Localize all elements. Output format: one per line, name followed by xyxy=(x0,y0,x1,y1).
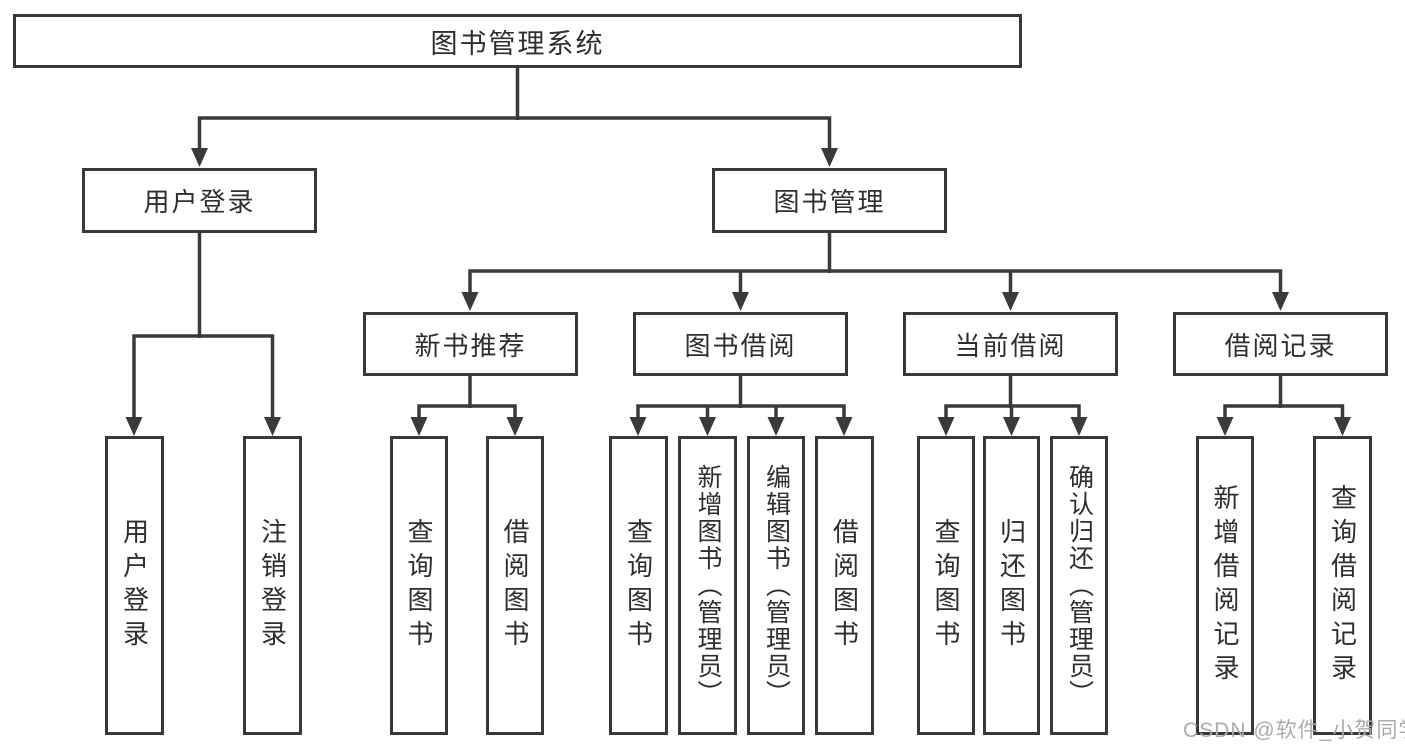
node-label: 当前借阅 xyxy=(954,330,1067,361)
leaf-borrow-borrow-book: 借阅图书 xyxy=(815,436,874,735)
leaf-borrow-add-book-admin: 新增图书（管理员） xyxy=(678,436,737,735)
node-label: 归还图书 xyxy=(996,517,1027,654)
node-label: 查询图书 xyxy=(404,517,434,654)
node-label: 用户登录 xyxy=(119,517,150,654)
node-library-management-system: 图书管理系统 xyxy=(13,14,1022,68)
leaf-recommend-borrow-book: 借阅图书 xyxy=(486,436,544,735)
node-label: 图书管理系统 xyxy=(430,28,605,59)
leaf-borrow-edit-book-admin: 编辑图书（管理员） xyxy=(747,436,805,735)
leaf-user-login: 用户登录 xyxy=(105,436,164,735)
node-label: 新书推荐 xyxy=(414,330,527,361)
node-label: 图书借阅 xyxy=(684,330,797,361)
csdn-watermark: CSDN @软件_小贺同学 xyxy=(1183,719,1405,742)
leaf-current-query-book: 查询图书 xyxy=(917,436,975,735)
node-label: 借阅图书 xyxy=(500,517,530,654)
node-new-book-recommend: 新书推荐 xyxy=(363,312,578,376)
node-label: 借阅记录 xyxy=(1224,330,1337,361)
node-borrow-records: 借阅记录 xyxy=(1173,312,1388,376)
node-label: 图书管理 xyxy=(773,187,886,217)
leaf-records-query-record: 查询借阅记录 xyxy=(1313,436,1372,735)
leaf-current-return-book: 归还图书 xyxy=(983,436,1040,735)
leaf-current-confirm-return-admin: 确认归还（管理员） xyxy=(1050,436,1108,735)
node-label: 借阅图书 xyxy=(829,517,860,654)
node-user-login: 用户登录 xyxy=(82,168,317,233)
node-label: 注销登录 xyxy=(257,517,288,654)
node-label: 新增借阅记录 xyxy=(1210,483,1240,688)
node-current-borrow: 当前借阅 xyxy=(903,312,1118,376)
node-label: 新增图书（管理员） xyxy=(694,464,722,707)
node-label: 查询图书 xyxy=(623,517,654,654)
leaf-recommend-query-book: 查询图书 xyxy=(390,436,448,735)
leaf-logout-login: 注销登录 xyxy=(243,436,302,735)
leaf-records-add-record: 新增借阅记录 xyxy=(1196,436,1254,735)
node-book-borrow: 图书借阅 xyxy=(633,312,848,376)
node-label: 查询借阅记录 xyxy=(1327,483,1358,688)
node-label: 编辑图书（管理员） xyxy=(762,464,791,707)
node-label: 查询图书 xyxy=(931,517,961,654)
leaf-borrow-query-book: 查询图书 xyxy=(609,436,668,735)
node-label: 确认归还（管理员） xyxy=(1065,464,1094,707)
node-label: 用户登录 xyxy=(143,187,256,217)
node-book-management: 图书管理 xyxy=(712,168,947,233)
